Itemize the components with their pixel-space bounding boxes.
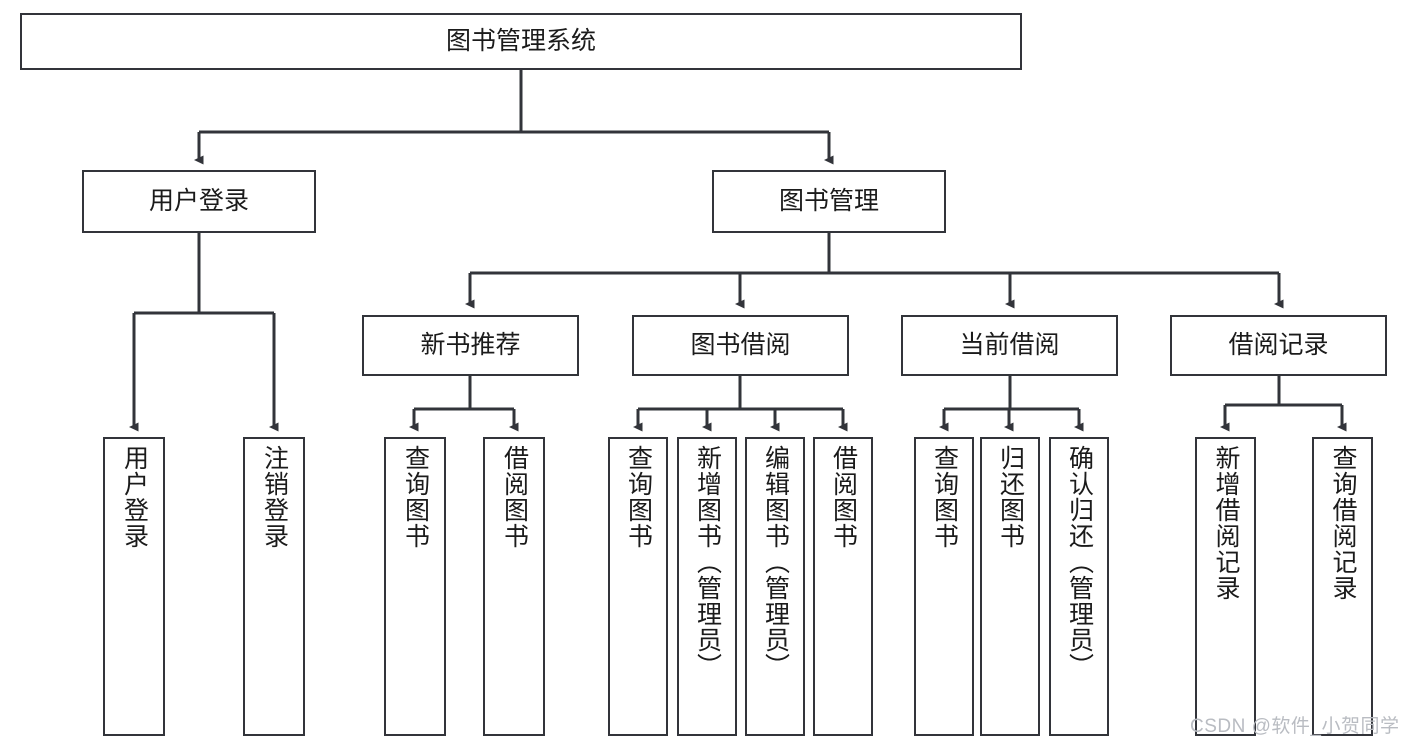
node-label: 查询图书 (401, 445, 430, 549)
node-label: 归还图书 (996, 445, 1025, 549)
node-label: 用户登录 (120, 445, 149, 549)
node-label: 查询图书 (624, 445, 653, 549)
node-current-borrow[interactable]: 当前借阅 (901, 315, 1118, 376)
node-book-management[interactable]: 图书管理 (712, 170, 946, 233)
node-label: 确认归还（管理员） (1065, 445, 1094, 679)
node-label: 注销登录 (260, 445, 289, 549)
leaf-record-add[interactable]: 新增借阅记录 (1195, 437, 1256, 736)
node-label: 图书借阅 (690, 330, 791, 359)
node-label: 编辑图书（管理员） (761, 445, 790, 679)
leaf-borrow-borrow-book[interactable]: 借阅图书 (813, 437, 873, 736)
leaf-current-query-book[interactable]: 查询图书 (914, 437, 974, 736)
leaf-user-logout[interactable]: 注销登录 (243, 437, 305, 736)
leaf-borrow-edit-book[interactable]: 编辑图书（管理员） (745, 437, 805, 736)
node-user-login[interactable]: 用户登录 (82, 170, 316, 233)
node-label: 当前借阅 (959, 330, 1060, 359)
leaf-current-return-book[interactable]: 归还图书 (980, 437, 1040, 736)
leaf-record-query[interactable]: 查询借阅记录 (1312, 437, 1373, 736)
node-label: 新书推荐 (420, 330, 521, 359)
node-root-system[interactable]: 图书管理系统 (20, 13, 1022, 70)
node-label: 查询图书 (930, 445, 959, 549)
csdn-watermark: CSDN @软件_小贺同学 (1190, 716, 1400, 737)
leaf-recommend-query-book[interactable]: 查询图书 (384, 437, 446, 736)
node-label: 借阅图书 (829, 445, 858, 549)
node-new-book-recommend[interactable]: 新书推荐 (362, 315, 579, 376)
node-label: 新增借阅记录 (1212, 445, 1240, 601)
leaf-user-login[interactable]: 用户登录 (103, 437, 165, 736)
leaf-recommend-borrow-book[interactable]: 借阅图书 (483, 437, 545, 736)
node-label: 用户登录 (148, 186, 249, 215)
node-label: 借阅记录 (1228, 330, 1329, 359)
node-label: 图书管理系统 (445, 26, 596, 55)
leaf-borrow-add-book[interactable]: 新增图书（管理员） (677, 437, 737, 736)
node-label: 新增图书（管理员） (693, 445, 722, 679)
node-label: 查询借阅记录 (1329, 445, 1357, 601)
node-borrow-record[interactable]: 借阅记录 (1170, 315, 1387, 376)
leaf-current-confirm-return[interactable]: 确认归还（管理员） (1049, 437, 1109, 736)
node-label: 借阅图书 (500, 445, 529, 549)
node-label: 图书管理 (778, 186, 879, 215)
node-book-borrow[interactable]: 图书借阅 (632, 315, 849, 376)
leaf-borrow-query-book[interactable]: 查询图书 (608, 437, 668, 736)
